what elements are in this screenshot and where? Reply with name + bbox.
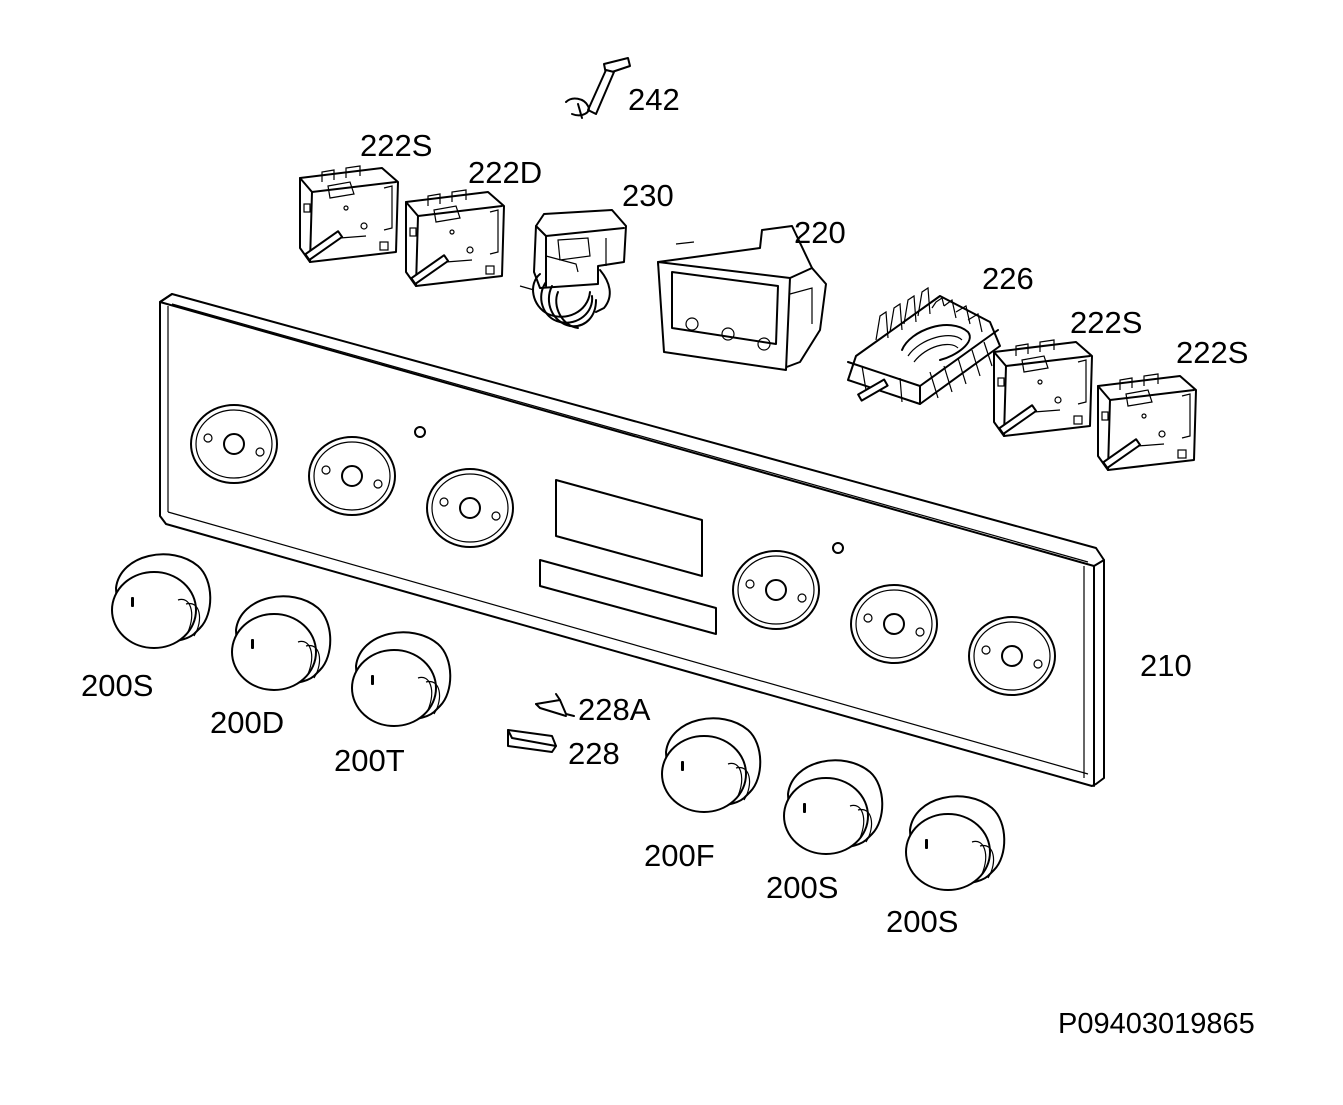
part-200T-knob	[351, 631, 452, 727]
part-222S-switch-1	[299, 165, 399, 263]
label-200F: 200F	[644, 838, 715, 873]
part-222S-switch-2	[993, 339, 1093, 437]
part-200S-knob-2	[783, 759, 884, 855]
label-242: 242	[628, 82, 680, 117]
part-210-control-panel	[159, 293, 1105, 787]
label-210: 210	[1140, 648, 1192, 683]
label-200S-2: 200S	[766, 870, 839, 905]
part-220-display-module	[657, 225, 827, 371]
label-220: 220	[794, 215, 846, 250]
label-226: 226	[982, 261, 1034, 296]
part-230-thermostat	[519, 209, 627, 329]
part-200S-knob-1	[111, 553, 212, 649]
label-200D: 200D	[210, 705, 285, 740]
label-230: 230	[622, 178, 674, 213]
label-228A: 228A	[578, 692, 651, 727]
label-228: 228	[568, 736, 620, 771]
part-222D-switch	[405, 189, 505, 287]
label-200T: 200T	[334, 743, 405, 778]
label-200S-1: 200S	[81, 668, 154, 703]
part-228A-spring	[535, 693, 575, 717]
part-228-button	[507, 729, 557, 753]
document-id: P09403019865	[1058, 1008, 1255, 1040]
label-200S-3: 200S	[886, 904, 959, 939]
part-200D-knob	[231, 595, 332, 691]
label-222S-3: 222S	[1176, 335, 1249, 370]
label-222S-1: 222S	[360, 128, 433, 163]
part-200S-knob-3	[905, 795, 1006, 891]
part-242-indicator-lamp	[565, 57, 631, 119]
label-222S-2: 222S	[1070, 305, 1143, 340]
part-200F-knob	[661, 717, 762, 813]
part-222S-switch-3	[1097, 373, 1197, 471]
part-226-selector-switch	[847, 286, 1001, 405]
label-222D: 222D	[468, 155, 543, 190]
